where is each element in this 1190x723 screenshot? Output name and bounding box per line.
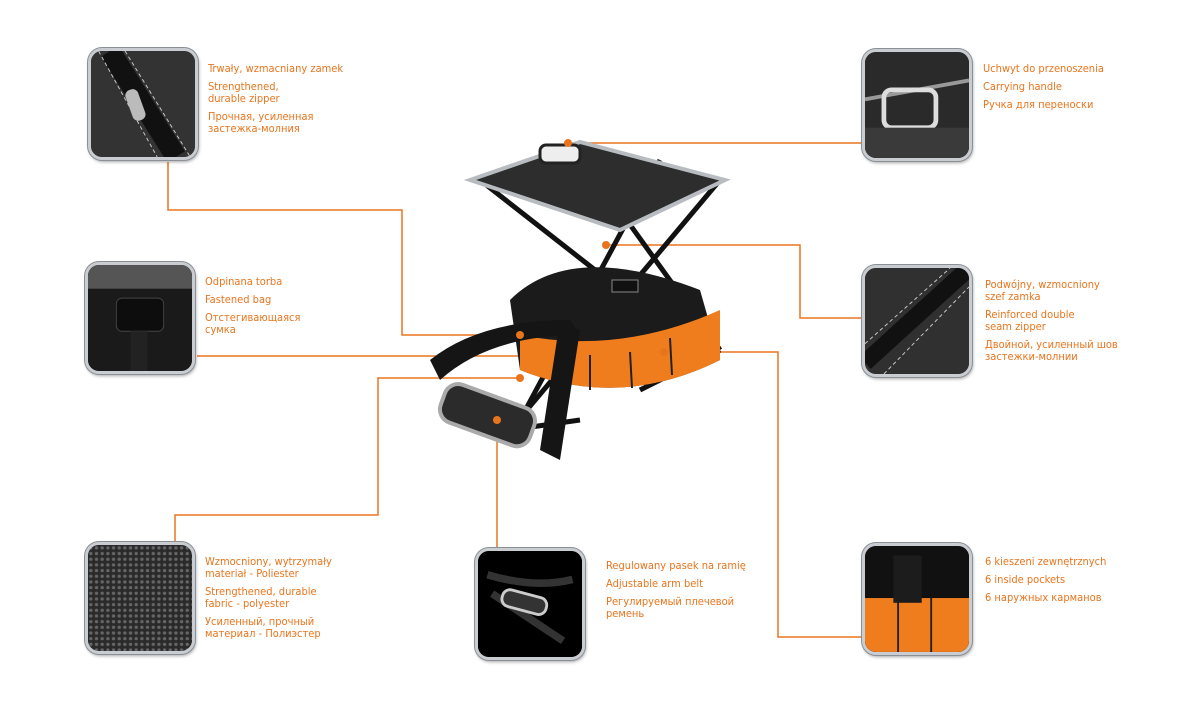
label-pl: Podwójny, wzmocniony szef zamka <box>985 278 1100 303</box>
callout-line-material <box>174 377 520 542</box>
feature-text-zipper: Trwały, wzmacniany zamek Strengthened, d… <box>208 63 378 141</box>
feature-text-handle: Uchwyt do przenoszenia Carrying handle Р… <box>983 63 1153 117</box>
label-en: Carrying handle <box>983 80 1062 93</box>
product-image-stool-bag <box>430 139 731 460</box>
callout-dot-arm-belt <box>493 416 501 424</box>
label-ru: Отстегивающаяся сумка <box>205 311 301 336</box>
callout-line-zipper <box>167 162 520 336</box>
label-en: Strengthened, durable fabric - polyester <box>205 585 317 610</box>
feature-text-pockets: 6 kieszeni zewnętrznych 6 inside pockets… <box>985 556 1155 610</box>
label-en: Strengthened, durable zipper <box>208 80 280 105</box>
callout-dot-material <box>516 374 524 382</box>
label-ru: Усиленный, прочный материал - Полиэстер <box>205 615 321 640</box>
label-pl: Trwały, wzmacniany zamek <box>208 62 344 75</box>
label-ru: Двойной, усиленный шов застежки-молнии <box>985 338 1118 363</box>
feature-text-double-zipper: Podwójny, wzmocniony szef zamka Reinforc… <box>985 279 1155 369</box>
photo-handle <box>862 49 972 161</box>
label-ru: 6 наружных карманов <box>985 591 1102 604</box>
label-en: 6 inside pockets <box>985 573 1066 586</box>
callout-dot-handle <box>564 139 572 147</box>
label-en: Reinforced double seam zipper <box>985 308 1075 333</box>
photo-material <box>85 542 195 654</box>
photo-arm-belt <box>475 548 585 660</box>
callout-dot-double-zipper <box>602 241 610 249</box>
label-pl: Odpinana torba <box>205 275 283 288</box>
label-ru: Ручка для переноски <box>983 98 1094 111</box>
callout-dot-zipper <box>516 331 524 339</box>
callout-dot-pockets <box>660 348 668 356</box>
label-pl: 6 kieszeni zewnętrznych <box>985 555 1107 568</box>
photo-pockets <box>862 543 972 655</box>
feature-text-fastened-bag: Odpinana torba Fastened bag Отстегивающа… <box>205 276 375 342</box>
photo-zipper <box>88 48 198 160</box>
label-pl: Regulowany pasek na ramię <box>606 559 746 572</box>
callout-line-double-zipper <box>606 244 862 319</box>
label-ru: Регулируемый плечевой ремень <box>606 595 735 620</box>
label-pl: Uchwyt do przenoszenia <box>983 62 1104 75</box>
photo-double-zipper <box>862 265 972 377</box>
feature-text-material: Wzmocniony, wytrzymały materiał - Polies… <box>205 556 375 646</box>
neo-logo <box>611 279 639 293</box>
label-ru: Прочная, усиленная застежка-молния <box>208 110 314 135</box>
label-pl: Wzmocniony, wytrzymały materiał - Polies… <box>205 555 332 580</box>
feature-text-arm-belt: Regulowany pasek na ramię Adjustable arm… <box>606 560 776 626</box>
photo-fastened-bag <box>85 262 195 374</box>
label-en: Fastened bag <box>205 293 272 306</box>
label-en: Adjustable arm belt <box>606 577 703 590</box>
